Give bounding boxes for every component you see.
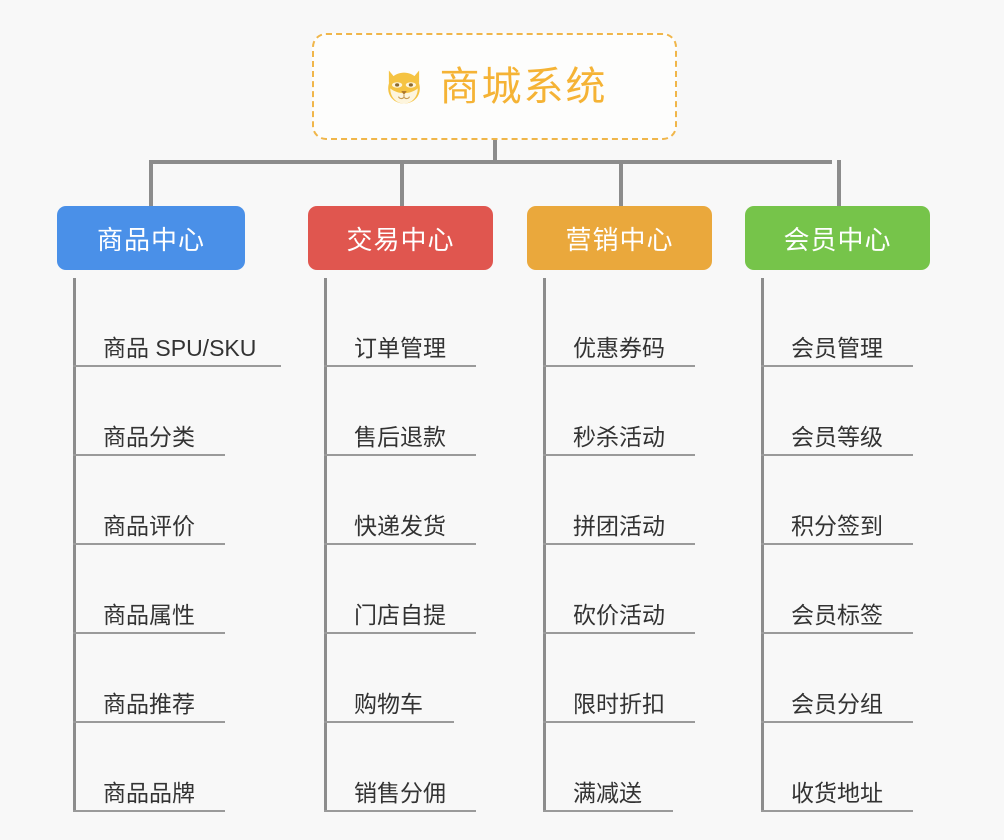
list-item-label: 商品属性: [103, 601, 195, 628]
list-item-label: 收货地址: [791, 779, 883, 806]
column-trunk-line: [543, 278, 546, 812]
list-item-underline: [324, 721, 454, 723]
list-item-underline: [543, 454, 695, 456]
list-item-underline: [73, 721, 225, 723]
root-node-card[interactable]: 商城系统: [312, 33, 677, 140]
list-item-underline: [761, 721, 913, 723]
column-2: 订单管理售后退款快递发货门店自提购物车销售分佣: [324, 278, 476, 812]
column-header-label: 商品中心: [96, 224, 205, 255]
column-header-label: 营销中心: [565, 224, 674, 255]
list-item-underline: [543, 543, 695, 545]
list-item-underline: [761, 810, 913, 812]
list-item-underline: [73, 632, 225, 634]
list-item[interactable]: 商品品牌: [73, 723, 256, 812]
list-item-label: 积分签到: [791, 512, 883, 539]
list-item-label: 优惠券码: [573, 334, 665, 361]
column-trunk-line: [324, 278, 327, 812]
list-item-underline: [543, 632, 695, 634]
list-item-label: 售后退款: [354, 423, 446, 450]
list-item[interactable]: 会员等级: [761, 367, 913, 456]
list-item-label: 商品 SPU/SKU: [103, 334, 257, 361]
list-item[interactable]: 商品 SPU/SKU: [73, 278, 281, 367]
list-item-underline: [73, 543, 225, 545]
list-item-underline: [543, 810, 673, 812]
list-item[interactable]: 限时折扣: [543, 634, 695, 723]
column-4: 会员管理会员等级积分签到会员标签会员分组收货地址: [761, 278, 913, 812]
column-header-label: 交易中心: [346, 224, 455, 255]
list-item-underline: [324, 810, 476, 812]
root-node-title: 商城系统: [439, 64, 608, 109]
list-item-underline: [324, 365, 476, 367]
list-item[interactable]: 售后退款: [324, 367, 476, 456]
list-item-label: 商品品牌: [103, 779, 195, 806]
column-1: 商品 SPU/SKU 商品分类商品评价商品属性商品推荐商品品牌: [73, 278, 281, 812]
column-trunk-line: [761, 278, 764, 812]
list-item-underline: [761, 543, 913, 545]
list-item[interactable]: 收货地址: [761, 723, 913, 812]
list-item-label: 会员等级: [791, 423, 883, 450]
list-item[interactable]: 销售分佣: [324, 723, 476, 812]
list-item-underline: [761, 454, 913, 456]
column-header-4[interactable]: 会员中心: [745, 206, 930, 270]
list-item-underline: [543, 365, 695, 367]
drop-connector-1: [149, 160, 153, 206]
list-item-label: 门店自提: [354, 601, 446, 628]
column-3: 优惠券码秒杀活动拼团活动砍价活动限时折扣满减送: [543, 278, 695, 812]
list-item-label: 销售分佣: [354, 779, 446, 806]
list-item[interactable]: 会员分组: [761, 634, 913, 723]
list-item[interactable]: 门店自提: [324, 545, 476, 634]
list-item-underline: [73, 365, 281, 367]
list-item-underline: [761, 632, 913, 634]
root-node-content: 商城系统: [382, 65, 608, 109]
list-item-label: 秒杀活动: [573, 423, 665, 450]
list-item[interactable]: 拼团活动: [543, 456, 695, 545]
list-item-label: 商品推荐: [103, 690, 195, 717]
drop-connector-4: [837, 160, 841, 206]
list-item-label: 购物车: [354, 690, 423, 717]
list-item-label: 会员标签: [791, 601, 883, 628]
list-item-underline: [543, 721, 695, 723]
drop-connector-3: [619, 160, 623, 206]
root-stem-connector: [493, 140, 497, 164]
list-item-label: 限时折扣: [573, 690, 665, 717]
list-item-underline: [324, 543, 476, 545]
horizontal-bus-connector: [149, 160, 832, 164]
drop-connector-2: [400, 160, 404, 206]
list-item-label: 订单管理: [354, 334, 446, 361]
list-item[interactable]: 订单管理: [324, 278, 476, 367]
column-header-label: 会员中心: [783, 224, 892, 255]
list-item-underline: [761, 365, 913, 367]
list-item[interactable]: 秒杀活动: [543, 367, 695, 456]
list-item-label: 商品评价: [103, 512, 195, 539]
column-header-3[interactable]: 营销中心: [527, 206, 712, 270]
column-trunk-line: [73, 278, 76, 812]
list-item[interactable]: 商品评价: [73, 456, 256, 545]
list-item-underline: [73, 810, 225, 812]
column-header-2[interactable]: 交易中心: [308, 206, 493, 270]
list-item-label: 拼团活动: [573, 512, 665, 539]
list-item-underline: [324, 454, 476, 456]
list-item[interactable]: 优惠券码: [543, 278, 695, 367]
list-item-label: 会员管理: [791, 334, 883, 361]
column-header-1[interactable]: 商品中心: [57, 206, 245, 270]
list-item-label: 商品分类: [103, 423, 195, 450]
list-item-underline: [73, 454, 225, 456]
list-item[interactable]: 商品属性: [73, 545, 256, 634]
list-item[interactable]: 满减送: [543, 723, 673, 812]
list-item-label: 快递发货: [354, 512, 446, 539]
list-item[interactable]: 购物车: [324, 634, 454, 723]
list-item[interactable]: 会员标签: [761, 545, 913, 634]
list-item[interactable]: 会员管理: [761, 278, 913, 367]
list-item-underline: [324, 632, 476, 634]
list-item-label: 满减送: [573, 779, 642, 806]
list-item[interactable]: 商品分类: [73, 367, 256, 456]
shiba-dog-face-icon: [387, 70, 420, 103]
list-item-label: 砍价活动: [573, 601, 665, 628]
list-item[interactable]: 商品推荐: [73, 634, 256, 723]
list-item[interactable]: 砍价活动: [543, 545, 695, 634]
list-item-label: 会员分组: [791, 690, 883, 717]
list-item[interactable]: 积分签到: [761, 456, 913, 545]
list-item[interactable]: 快递发货: [324, 456, 476, 545]
